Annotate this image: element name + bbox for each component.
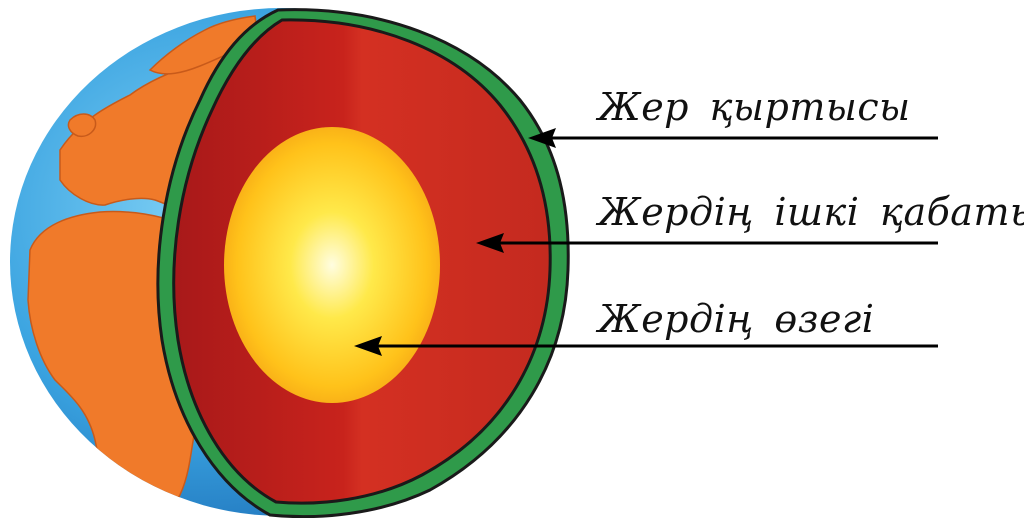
island-landmass — [68, 114, 95, 136]
label-core: Жердің өзегі — [598, 300, 874, 338]
label-mantle: Жердің ішкі қабаты — [598, 193, 1024, 231]
label-crust: Жер қыртысы — [598, 88, 911, 126]
core-layer — [224, 127, 440, 403]
crust-arrow — [528, 128, 938, 148]
